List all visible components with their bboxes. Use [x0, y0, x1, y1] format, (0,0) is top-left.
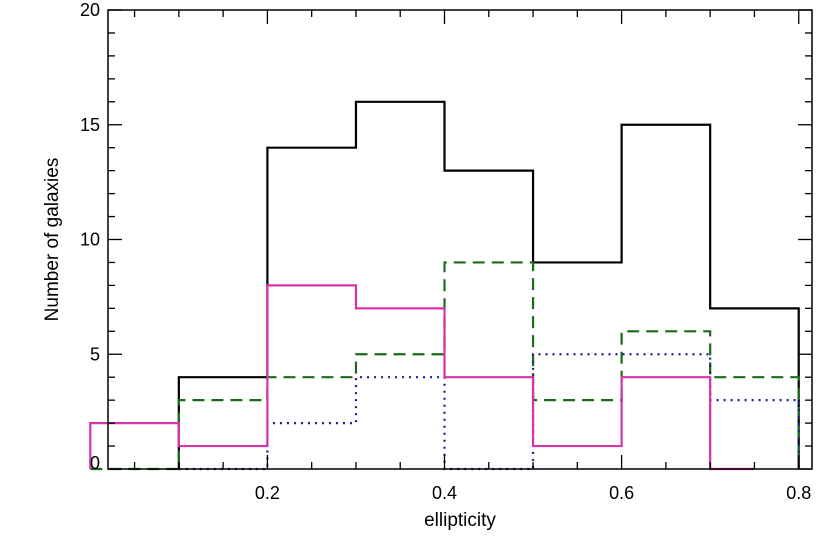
y-tick-label: 15: [80, 115, 100, 135]
y-tick-label: 0: [90, 453, 100, 473]
histogram-series-4: [89, 284, 755, 471]
y-tick-label: 5: [90, 344, 100, 364]
y-tick-label: 10: [80, 230, 100, 250]
x-tick-label: 0.4: [432, 483, 457, 503]
y-tick-label: 20: [80, 0, 100, 20]
histogram-series-3: [178, 353, 800, 471]
histogram-series-2: [90, 261, 800, 471]
tick-layer: 0.2 0.4 0.6 0.8 0 5 10 15 20: [80, 0, 812, 503]
x-tick-label: 0.2: [255, 483, 280, 503]
x-tick-label: 0.6: [609, 483, 634, 503]
y-axis-title: Number of galaxies: [42, 158, 63, 322]
x-tick-label: 0.8: [786, 483, 811, 503]
x-axis-title: ellipticity: [424, 510, 496, 531]
series-layer: [89, 100, 800, 471]
histogram-series-1: [177, 100, 800, 469]
